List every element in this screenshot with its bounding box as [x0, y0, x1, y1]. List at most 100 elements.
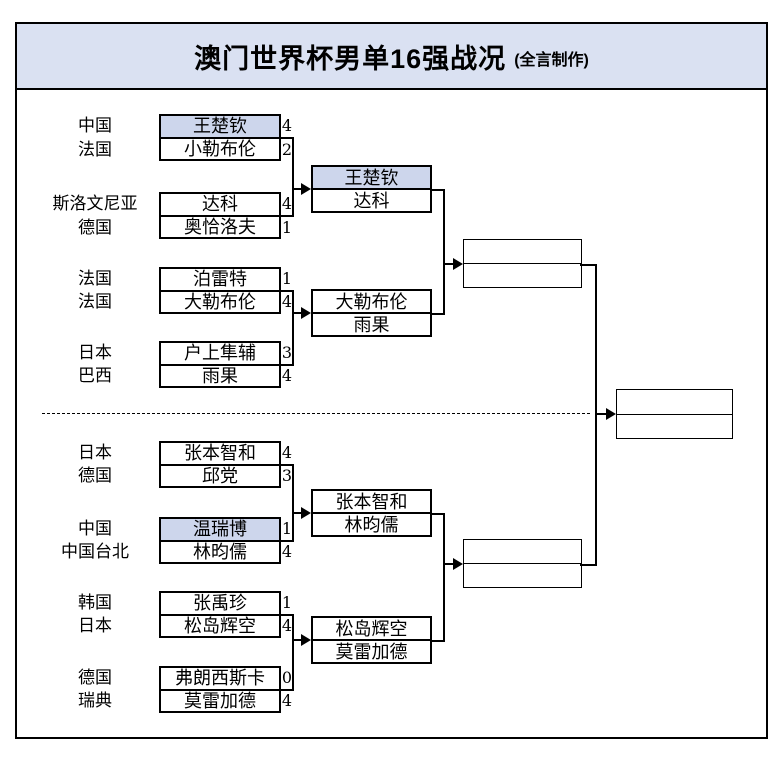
connector-line — [281, 540, 294, 542]
score-value: 1 — [281, 593, 293, 612]
country-label: 法国 — [78, 140, 112, 159]
player-cell — [617, 390, 732, 415]
player-cell: 弗朗西斯卡 — [161, 668, 279, 691]
match-box-r16: 户上隼辅 雨果 — [159, 341, 281, 388]
half-divider-dashed-line — [42, 413, 590, 414]
country-label: 法国 — [78, 292, 112, 311]
match-box-quarterfinal: 张本智和 林昀儒 — [311, 489, 432, 537]
match-box-quarterfinal: 王楚钦 达科 — [311, 165, 432, 213]
score-value: 4 — [281, 292, 293, 311]
connector-line — [281, 290, 294, 292]
player-cell — [464, 540, 581, 564]
score-value: 1 — [281, 519, 293, 538]
player-cell: 温瑞博 — [161, 519, 279, 542]
score-value: 4 — [281, 194, 293, 213]
score-value: 4 — [281, 116, 293, 135]
player-cell: 王楚钦 — [313, 167, 430, 190]
player-cell: 莫雷加德 — [335, 641, 408, 662]
connector-line — [595, 413, 609, 415]
connector-line — [443, 513, 445, 642]
player-cell: 张本智和 — [161, 443, 279, 466]
connector-line — [292, 137, 294, 217]
player-cell: 张本智和 — [313, 491, 430, 514]
match-box-r16: 温瑞博 林昀儒 — [159, 517, 281, 564]
country-label: 中国台北 — [61, 542, 129, 561]
score-value: 4 — [281, 616, 293, 635]
match-box-semifinal — [463, 539, 582, 588]
page-title: 澳门世界杯男单16强战况 — [194, 43, 507, 74]
country-label: 巴西 — [78, 366, 112, 385]
player-cell — [464, 564, 581, 587]
score-value: 4 — [281, 691, 293, 710]
connector-line — [281, 464, 294, 466]
title-credit: (全言制作) — [514, 52, 589, 69]
arrow-right-icon — [301, 634, 311, 646]
country-label: 日本 — [78, 616, 112, 635]
player-cell: 王楚钦 — [161, 116, 279, 139]
player-cell: 松岛辉空 — [313, 618, 430, 641]
match-box-quarterfinal: 大勒布伦 雨果 — [311, 289, 432, 337]
score-value: 4 — [281, 443, 293, 462]
player-cell: 奥恰洛夫 — [184, 216, 256, 237]
score-value: 4 — [281, 366, 293, 385]
player-cell: 大勒布伦 — [313, 291, 430, 314]
country-label: 德国 — [78, 668, 112, 687]
country-label: 中国 — [78, 116, 112, 135]
connector-line — [281, 614, 294, 616]
player-cell: 松岛辉空 — [184, 615, 256, 636]
arrow-right-icon — [301, 307, 311, 319]
player-cell — [617, 415, 732, 439]
score-value: 3 — [281, 343, 293, 362]
match-box-r16: 弗朗西斯卡 莫雷加德 — [159, 666, 281, 713]
score-value: 0 — [281, 668, 293, 687]
score-value: 1 — [281, 269, 293, 288]
connector-line — [281, 137, 294, 139]
arrow-right-icon — [606, 408, 616, 420]
country-label: 斯洛文尼亚 — [52, 194, 138, 213]
country-label: 瑞典 — [78, 691, 112, 710]
connector-line — [281, 364, 294, 366]
player-cell: 邱党 — [202, 465, 238, 486]
connector-line — [292, 290, 294, 366]
connector-line — [281, 215, 294, 217]
connector-line — [580, 564, 597, 566]
connector-line — [430, 513, 445, 515]
arrow-right-icon — [301, 507, 311, 519]
country-label: 中国 — [78, 519, 112, 538]
match-box-final — [616, 389, 733, 439]
player-cell — [464, 240, 581, 264]
connector-line — [580, 264, 597, 266]
arrow-right-icon — [453, 258, 463, 270]
connector-line — [281, 689, 294, 691]
player-cell: 户上隼辅 — [161, 343, 279, 366]
match-box-quarterfinal: 松岛辉空 莫雷加德 — [311, 616, 432, 664]
title-bar: 澳门世界杯男单16强战况 (全言制作) — [17, 24, 766, 90]
match-box-semifinal — [463, 239, 582, 288]
country-label: 日本 — [78, 343, 112, 362]
connector-line — [430, 313, 445, 315]
country-label: 德国 — [78, 218, 112, 237]
player-cell — [464, 264, 581, 287]
connector-line — [430, 189, 445, 191]
player-cell: 林昀儒 — [344, 514, 399, 535]
match-box-r16: 泊雷特 大勒布伦 — [159, 267, 281, 314]
score-value: 4 — [281, 542, 293, 561]
player-cell: 泊雷特 — [161, 269, 279, 292]
match-box-r16: 王楚钦 小勒布伦 — [159, 114, 281, 161]
score-value: 2 — [281, 140, 293, 159]
country-label: 法国 — [78, 269, 112, 288]
country-label: 日本 — [78, 443, 112, 462]
connector-line — [443, 189, 445, 315]
country-label: 韩国 — [78, 593, 112, 612]
arrow-right-icon — [301, 183, 311, 195]
score-value: 3 — [281, 466, 293, 485]
connector-line — [443, 263, 456, 265]
connector-line — [430, 640, 445, 642]
score-value: 1 — [281, 218, 293, 237]
player-cell: 莫雷加德 — [184, 690, 256, 711]
player-cell: 小勒布伦 — [184, 138, 256, 159]
player-cell: 雨果 — [353, 314, 390, 335]
player-cell: 大勒布伦 — [184, 291, 256, 312]
connector-line — [292, 312, 304, 314]
connector-line — [595, 264, 597, 566]
